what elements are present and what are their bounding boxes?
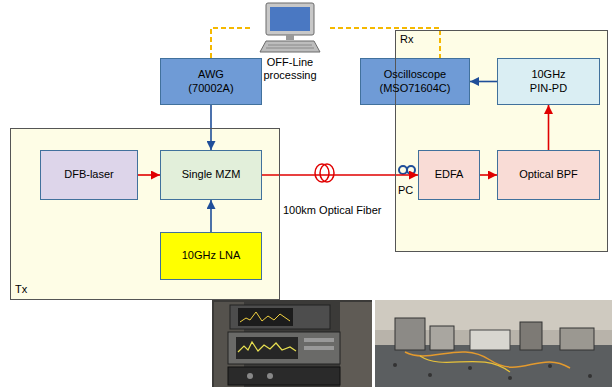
rx-region: Rx 10GHz PIN-PD EDFA Optical BPF: [395, 30, 608, 252]
node-label: AWG (70002A): [181, 68, 241, 94]
oscilloscope-box: Oscilloscope (MSO71604C): [360, 58, 470, 105]
fiber-coil: [315, 164, 334, 182]
node-label: Single MZM: [182, 168, 241, 181]
laser-box: DFB-laser: [40, 150, 138, 200]
node-label: 10GHz LNA: [182, 249, 241, 262]
photodiode-box: 10GHz PIN-PD: [497, 58, 600, 105]
signal-arrow: [210, 200, 212, 232]
signal-arrow: [138, 174, 160, 176]
signal-arrow: [470, 81, 497, 83]
rack-photo: [212, 300, 372, 387]
node-label: Oscilloscope (MSO71604C): [373, 68, 457, 94]
node-label: DFB-laser: [64, 168, 114, 181]
dashed-link: [211, 28, 250, 58]
signal-arrow: [480, 174, 497, 176]
modulator-box: Single MZM: [160, 150, 262, 200]
pc-label: PC: [398, 184, 413, 197]
tx-region: Tx DFB-laser Single MZM 10GHz LNA: [10, 128, 280, 300]
dashed-link: [330, 28, 440, 58]
region-label: Rx: [400, 33, 413, 46]
signal-arrow: [548, 105, 550, 150]
computer-node: OFF-Line processing: [250, 0, 330, 90]
region-label: Tx: [15, 283, 27, 296]
amplifier-box: 10GHz LNA: [160, 232, 262, 280]
fiber-label: 100km Optical Fiber: [283, 204, 381, 217]
filter-box: Optical BPF: [497, 150, 600, 200]
node-label: EDFA: [435, 168, 464, 181]
edfa-box: EDFA: [418, 150, 480, 200]
node-label: 10GHz PIN-PD: [522, 68, 576, 94]
computer-icon: [260, 3, 320, 52]
node-label: Optical BPF: [519, 168, 578, 181]
awg-box: AWG (70002A): [160, 58, 262, 105]
polarization-controller: [399, 166, 415, 174]
tx-region-fill: [10, 128, 280, 300]
lab-bench-photo: [375, 300, 612, 387]
node-label: OFF-Line processing: [259, 56, 321, 82]
